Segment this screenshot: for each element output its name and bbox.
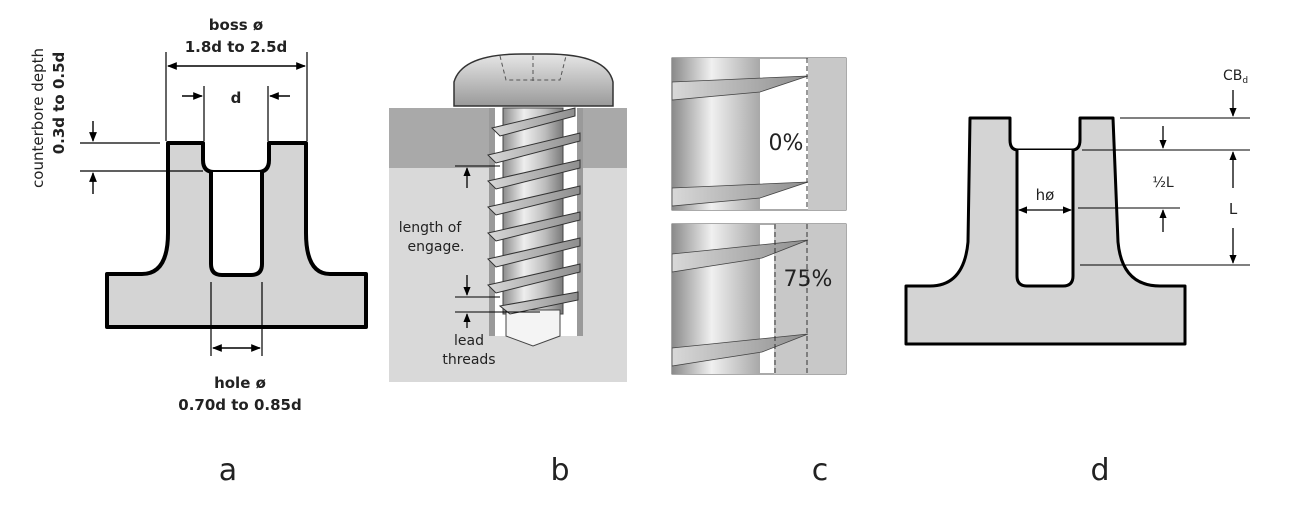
h-label: hø <box>1036 186 1055 204</box>
lead-label-1: lead <box>454 333 484 349</box>
l-label: L <box>1229 200 1238 218</box>
engage-label-2: engage. <box>408 239 465 255</box>
hole-label: hole ø <box>214 374 266 392</box>
panel-a-letter: a <box>219 453 237 488</box>
panel-d: CBd hø ½L L d <box>904 68 1250 488</box>
engage-label-1: length of <box>399 220 463 236</box>
panel-a: boss ø 1.8d to 2.5d d counterbore depth … <box>29 16 368 488</box>
hole-wall-left <box>489 108 495 336</box>
lead-label-2: threads <box>442 352 495 368</box>
thread-closeup-top: 0% <box>671 57 847 211</box>
panel-c: 0% 75% c <box>671 57 847 488</box>
thread-bottom-1 <box>671 239 809 273</box>
thread-top-1 <box>671 75 809 101</box>
pilot-hole <box>209 172 264 277</box>
wall-top <box>808 58 846 210</box>
cbd-label: CBd <box>1223 68 1248 86</box>
thread-closeup-bottom: 75% <box>671 223 847 375</box>
half-l-label: ½L <box>1152 175 1174 191</box>
cb-range: 0.3d to 0.5d <box>50 52 68 155</box>
percent-top: 0% <box>769 131 804 156</box>
percent-bottom: 75% <box>784 267 833 292</box>
boss-range: 1.8d to 2.5d <box>185 38 288 56</box>
hole-wall-right <box>577 108 583 336</box>
panel-b-letter: b <box>550 453 569 488</box>
screw-tip <box>505 309 561 347</box>
hole-range: 0.70d to 0.85d <box>178 396 301 414</box>
boss-label: boss ø <box>209 16 263 34</box>
d-label: d <box>231 89 242 107</box>
thread-bottom-2 <box>671 333 809 367</box>
cb-label: counterbore depth <box>29 48 47 188</box>
hole-profile <box>1015 150 1075 288</box>
screw-threads <box>487 107 581 315</box>
panel-b: length of engage. lead threads b <box>389 53 627 488</box>
panel-c-letter: c <box>812 453 829 488</box>
thread-top-2 <box>671 181 809 207</box>
panel-d-letter: d <box>1090 453 1109 488</box>
